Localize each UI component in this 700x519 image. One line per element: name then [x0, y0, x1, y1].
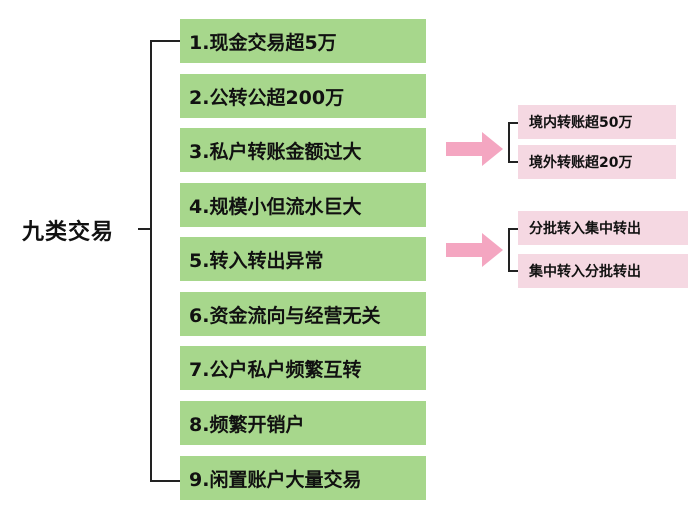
subitem-label: 境外转账超20万 — [529, 155, 633, 171]
category-label: 7.公户私户频繁互转 — [189, 358, 362, 381]
category-item-5: 5.转入转出异常 — [180, 237, 426, 281]
sub-bracket-spine-3 — [508, 122, 510, 163]
category-label: 6.资金流向与经营无关 — [189, 304, 381, 327]
sub-bracket-tick — [508, 228, 518, 230]
category-item-9: 9.闲置账户大量交易 — [180, 456, 426, 500]
arrow-shape — [446, 233, 503, 267]
category-item-1: 1.现金交易超5万 — [180, 19, 426, 63]
category-item-8: 8.频繁开销户 — [180, 401, 426, 445]
subitem-5-1: 分批转入集中转出 — [518, 211, 688, 245]
subitem-label: 境内转账超50万 — [529, 115, 633, 131]
category-label: 3.私户转账金额过大 — [189, 140, 362, 163]
sub-bracket-tick — [508, 161, 518, 163]
category-item-4: 4.规模小但流水巨大 — [180, 183, 426, 227]
subitem-label: 分批转入集中转出 — [529, 221, 641, 237]
category-label: 5.转入转出异常 — [189, 249, 324, 272]
sub-bracket-spine-5 — [508, 228, 510, 272]
category-item-7: 7.公户私户频繁互转 — [180, 346, 426, 390]
sub-bracket-tick — [508, 122, 518, 124]
bracket-tick-9 — [150, 480, 180, 482]
category-label: 4.规模小但流水巨大 — [189, 195, 362, 218]
subitem-label: 集中转入分批转出 — [529, 264, 641, 280]
category-item-6: 6.资金流向与经营无关 — [180, 292, 426, 336]
category-label: 9.闲置账户大量交易 — [189, 468, 362, 491]
arrow-right-icon — [446, 233, 503, 267]
subitem-5-2: 集中转入分批转出 — [518, 254, 688, 288]
arrow-shape — [446, 132, 503, 166]
category-item-3: 3.私户转账金额过大 — [180, 128, 426, 172]
root-label: 九类交易 — [22, 220, 115, 245]
sub-bracket-tick — [508, 270, 518, 272]
subitem-3-2: 境外转账超20万 — [518, 145, 676, 179]
main-bracket-spine — [150, 40, 152, 482]
arrow-right-icon — [446, 132, 503, 166]
bracket-tick-1 — [150, 40, 180, 42]
category-item-2: 2.公转公超200万 — [180, 74, 426, 118]
root-connector — [138, 228, 152, 230]
category-label: 1.现金交易超5万 — [189, 31, 337, 54]
subitem-3-1: 境内转账超50万 — [518, 105, 676, 139]
category-label: 2.公转公超200万 — [189, 86, 345, 109]
category-label: 8.频繁开销户 — [189, 413, 305, 436]
